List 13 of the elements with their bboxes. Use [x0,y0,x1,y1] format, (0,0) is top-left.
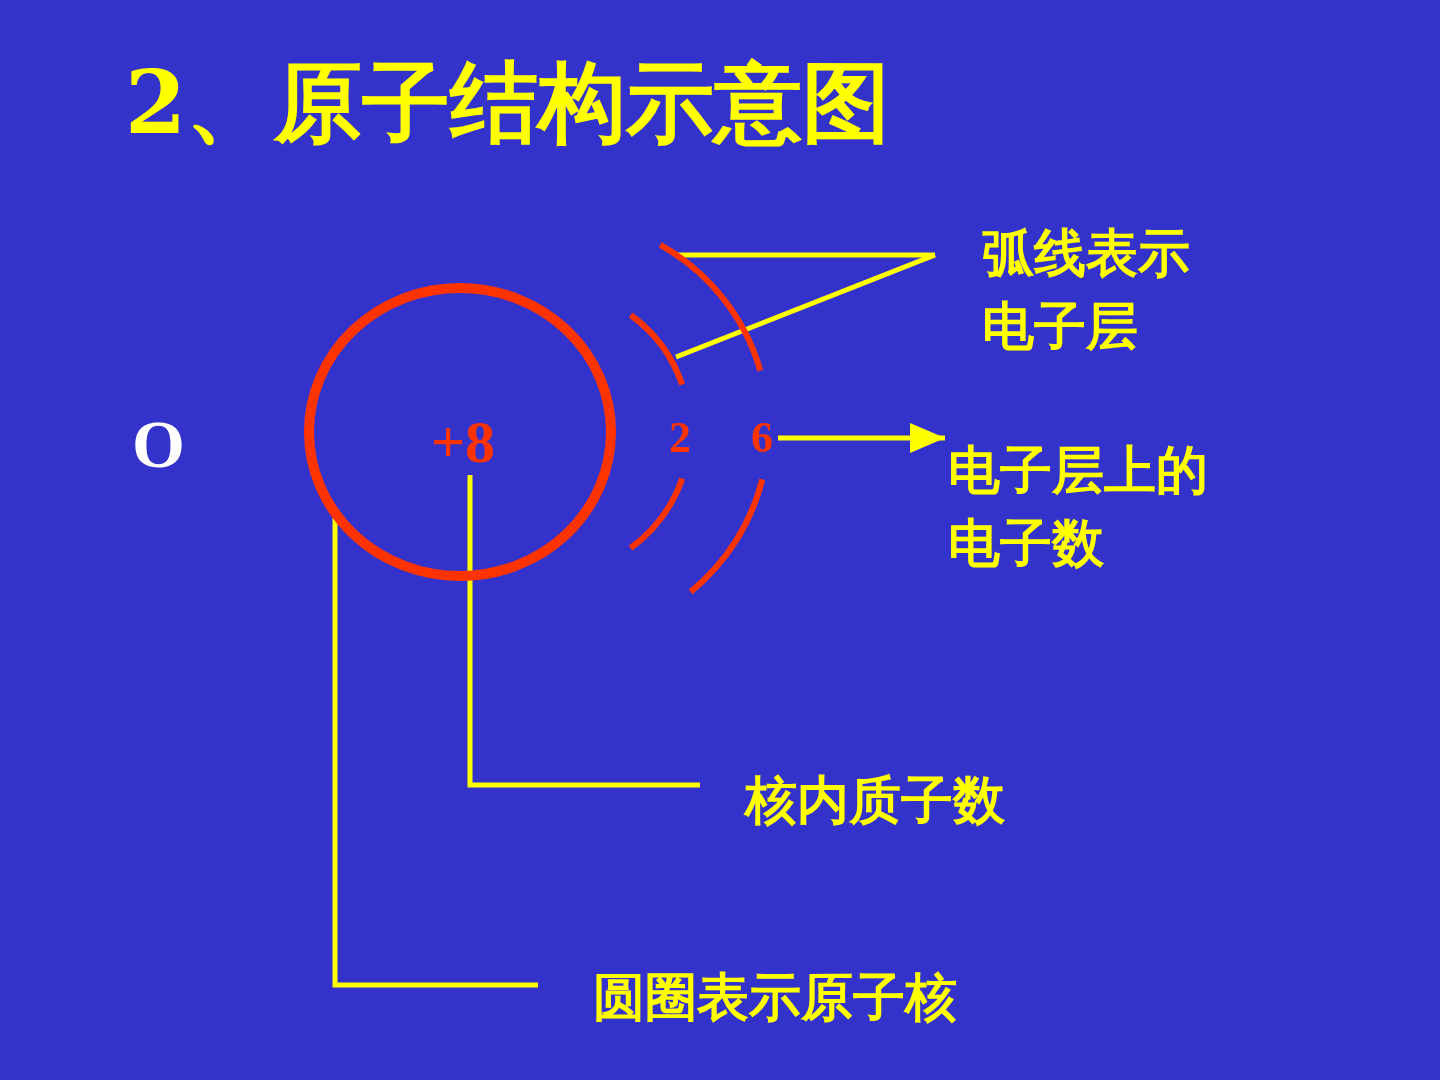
leader-line [467,475,700,788]
annotation-text: 圆圈表示原子核 [593,966,957,1030]
arrow [778,423,945,453]
annotation-text: 核内质子数 [745,768,1005,832]
slide-title: 2、原子结构示意图 [125,50,891,156]
element-symbol: O [132,410,185,478]
number-label: 6 [751,416,773,460]
number-label: +8 [430,412,496,472]
annotation-text: 弧线表示电子层 [982,222,1191,358]
number-label: 2 [669,416,691,460]
leader-line [332,518,538,988]
annotation-text: 电子层上的电子数 [948,439,1209,575]
leader-line [675,252,936,360]
